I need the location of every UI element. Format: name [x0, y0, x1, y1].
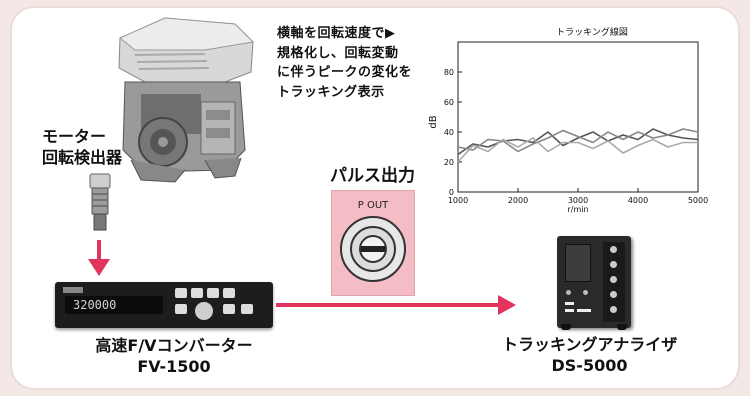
x-tick-label: 3000: [568, 196, 588, 205]
y-tick-label: 40: [444, 128, 454, 137]
bnc-connector-icon: [340, 216, 406, 282]
tracking-chart: トラッキング線図 1000 2000 3000 4000 5000 0 20 40 60 80 d…: [428, 26, 708, 214]
fv-button[interactable]: [175, 288, 187, 298]
analyzer-foot: [617, 324, 627, 330]
device-logo: [63, 287, 83, 293]
fv-converter-label: 高速F/Vコンバーター FV-1500: [95, 336, 253, 376]
fv-converter-device: 320000: [55, 282, 273, 328]
fv-dial[interactable]: [195, 302, 213, 320]
analyzer-led: [583, 290, 588, 295]
chart-series-line-2: [457, 128, 699, 153]
analyzer-knob-column: [603, 242, 625, 322]
y-tick-label: 80: [444, 68, 454, 77]
chart-ticks: 1000 2000 3000 4000 5000 0 20 40 60 80: [444, 68, 708, 205]
analyzer-screen: [565, 244, 591, 282]
pulse-output-label: パルス出力: [330, 166, 415, 186]
fv-button[interactable]: [223, 288, 235, 298]
y-tick-label: 0: [449, 188, 454, 197]
chart-title: トラッキング線図: [556, 26, 628, 38]
y-tick-label: 60: [444, 98, 454, 107]
arrow-down-head: [88, 259, 110, 276]
y-tick-label: 20: [444, 158, 454, 167]
arrow-right-head: [498, 295, 516, 315]
analyzer-port: [565, 309, 574, 312]
motor-sensor-label: モーター 回転検出器: [42, 127, 123, 167]
analyzer-port: [565, 302, 574, 305]
analyzer-knob[interactable]: [610, 276, 617, 283]
fv-button[interactable]: [223, 304, 235, 314]
analyzer-foot: [561, 324, 571, 330]
x-tick-label: 5000: [688, 196, 708, 205]
analyzer-knob[interactable]: [610, 261, 617, 268]
fv-button[interactable]: [207, 288, 219, 298]
tracking-description: 横軸を回転速度で▶ 規格化し、回転変動 に伴うピークの変化を トラッキング表示: [277, 26, 413, 100]
x-tick-label: 2000: [508, 196, 528, 205]
chart-series-line-3: [457, 137, 698, 163]
tracking-analyzer-device: [557, 236, 631, 330]
motor-image: [118, 17, 255, 183]
sensor-image: [89, 173, 111, 231]
fv-display: 320000: [65, 296, 163, 314]
pout-label: P OUT: [357, 200, 389, 211]
fv-button[interactable]: [175, 304, 187, 314]
x-tick-label: 4000: [628, 196, 648, 205]
chart-ylabel: dB: [428, 115, 439, 128]
analyzer-port: [577, 309, 591, 312]
analyzer-led: [566, 290, 571, 295]
analyzer-knob[interactable]: [610, 306, 617, 313]
analyzer-knob[interactable]: [610, 291, 617, 298]
chart-plot-area: [457, 41, 699, 193]
fv-button[interactable]: [191, 288, 203, 298]
chart-xlabel: r/min: [567, 205, 588, 214]
x-tick-label: 1000: [448, 196, 468, 205]
fv-button[interactable]: [241, 304, 253, 314]
tracking-analyzer-label: トラッキングアナライザ DS-5000: [502, 335, 678, 375]
analyzer-knob[interactable]: [610, 246, 617, 253]
chart-lines: [457, 128, 699, 163]
pout-panel: P OUT: [331, 190, 415, 296]
